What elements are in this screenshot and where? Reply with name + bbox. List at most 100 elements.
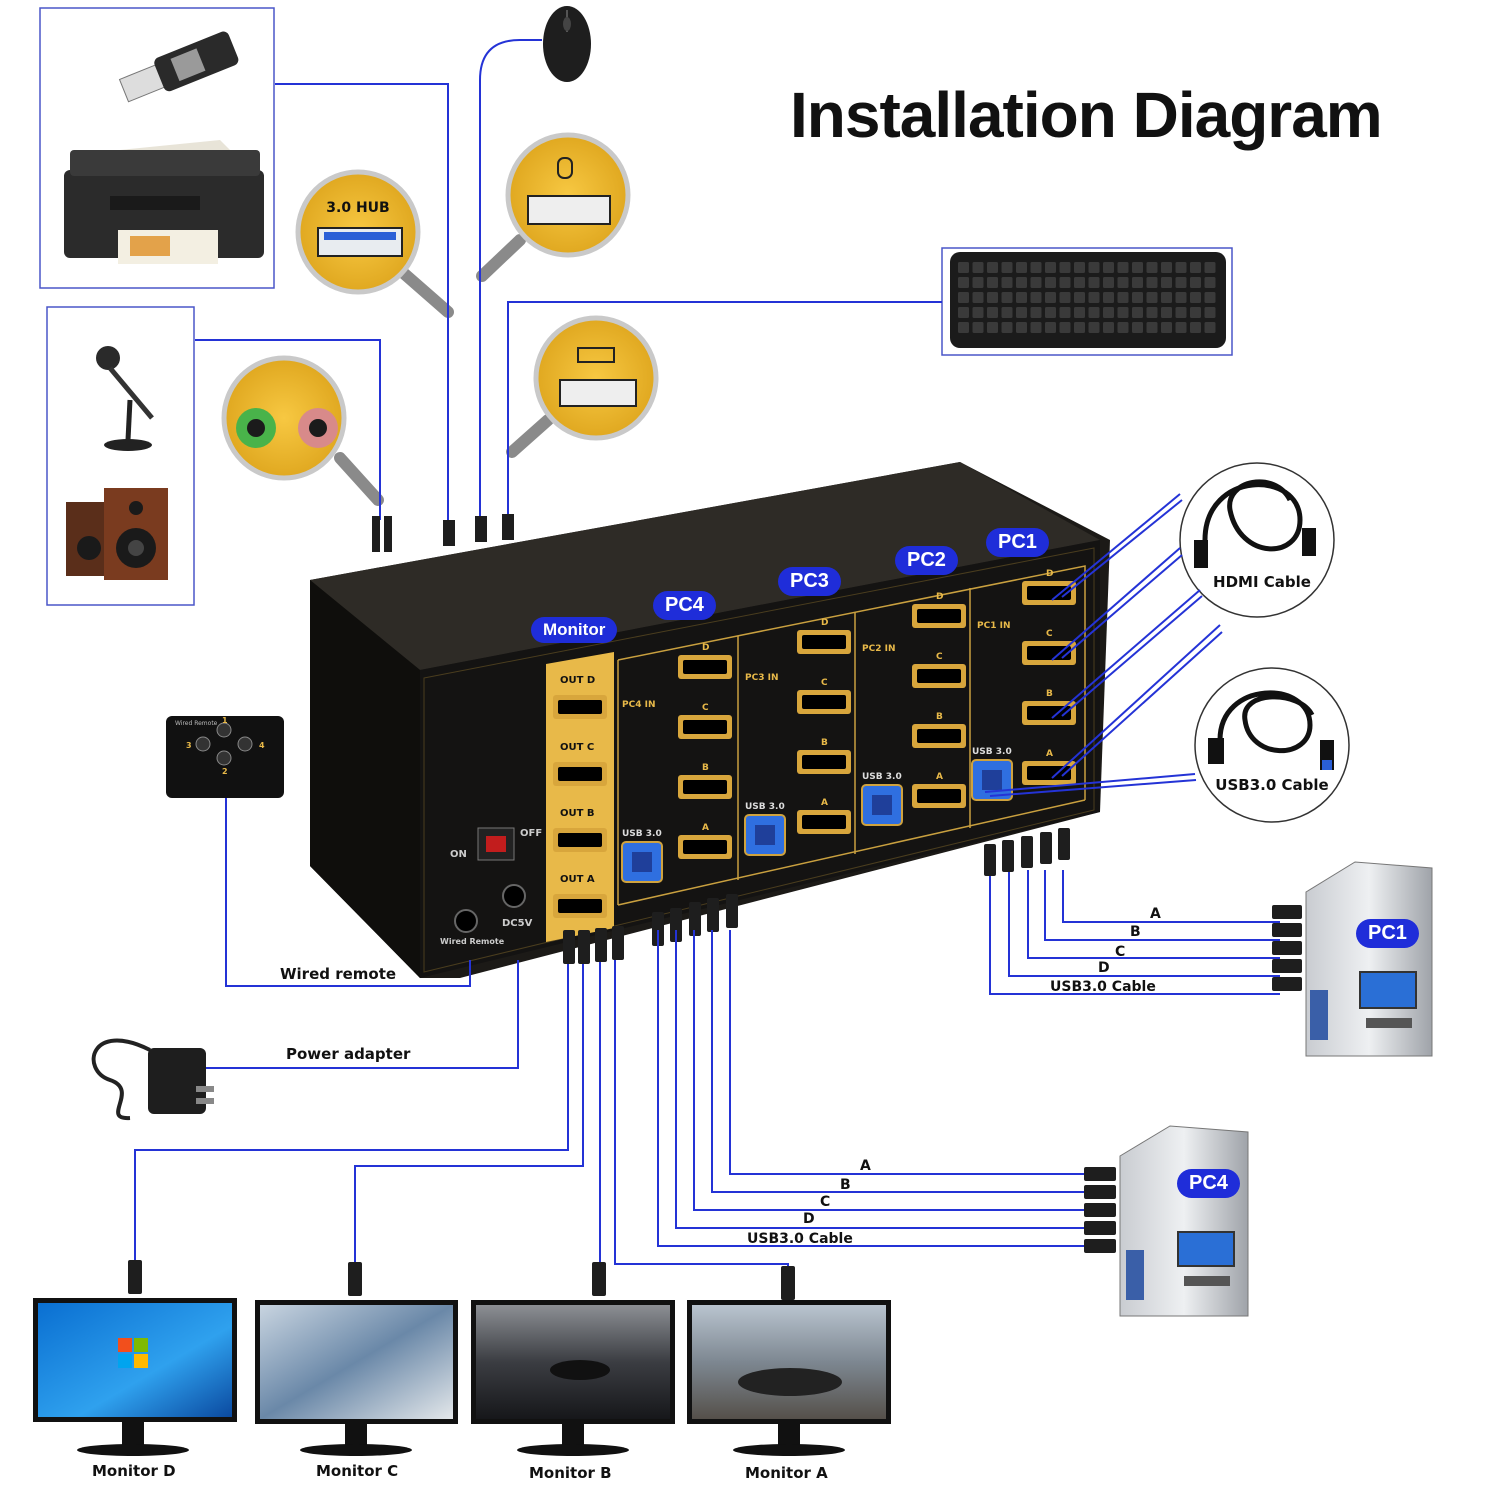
keyboard-port-magnifier (506, 315, 659, 458)
cable-plug (707, 898, 719, 932)
dc-power-jack (502, 884, 526, 908)
power-adapter-label: Power adapter (286, 1045, 411, 1063)
pc1-tower-plug (1272, 941, 1302, 955)
key-cap (1190, 262, 1201, 273)
key-cap (1175, 292, 1187, 303)
cable-plug (726, 894, 738, 928)
pc1-line-d: D (1098, 960, 1110, 976)
pc2-hdmi-c-port (912, 664, 966, 688)
pc4-line-c: C (820, 1194, 830, 1210)
hdmi-out_b-port (553, 828, 607, 852)
power-switch[interactable] (477, 827, 515, 861)
top-plugs (372, 514, 514, 552)
pc1-tower-badge: PC1 (1356, 919, 1419, 948)
key-cap (1045, 322, 1056, 333)
key-cap (1030, 277, 1042, 288)
usb-flash-drive-icon (118, 31, 239, 103)
printer-icon (64, 140, 264, 264)
key-cap (987, 292, 998, 303)
key-cap (1132, 277, 1143, 288)
key-cap (1117, 262, 1129, 273)
keyboard-icon (950, 252, 1226, 348)
pc1-tower-plug (1272, 977, 1302, 991)
hdmi-arrows (984, 493, 1223, 797)
key-cap (1175, 307, 1187, 318)
remote-btn-2: 2 (222, 767, 228, 776)
monitor-d-label: Monitor D (92, 1462, 176, 1480)
key-cap (972, 262, 984, 273)
key-cap (1117, 322, 1129, 333)
wired-remote-jack (454, 909, 478, 933)
pc4-usb30-label: USB 3.0 (622, 829, 662, 839)
pc2-hdmi-a-port (912, 784, 966, 808)
key-cap (1175, 322, 1187, 333)
key-cap (958, 262, 969, 273)
pc2-in-label: PC2 IN (862, 644, 895, 654)
monitor-d-icon (33, 1298, 237, 1456)
pc1-line-a: A (1150, 906, 1161, 922)
pc4-letter-c: C (702, 703, 709, 713)
key-cap (1204, 292, 1216, 303)
key-cap (987, 262, 998, 273)
pc2-hdmi-b-port (912, 724, 966, 748)
pc3-in-label: PC3 IN (745, 673, 778, 683)
pc1-line-labels: A B C D USB3.0 Cable (1050, 906, 1161, 995)
remote-btn-3: 3 (186, 741, 192, 750)
key-cap (1001, 307, 1013, 318)
key-cap (987, 322, 998, 333)
pc4-letter-a: A (702, 823, 709, 833)
on-label: ON (450, 849, 467, 860)
pc3-hdmi-c-port (797, 690, 851, 714)
monitor-b-label: Monitor B (529, 1464, 612, 1482)
pc1-tower-plug (1272, 959, 1302, 973)
pc1-cable-plug (1058, 828, 1070, 860)
power-cable (206, 960, 519, 1069)
usb-cable-label: USB3.0 Cable (1215, 776, 1328, 794)
key-cap (1059, 322, 1071, 333)
key-cap (972, 322, 984, 333)
key-cap (1204, 307, 1216, 318)
hub-label: 3.0 HUB (326, 200, 389, 216)
keyboard-box (941, 247, 1233, 356)
speakers-icon (66, 488, 168, 580)
pc2-usb-b-port (861, 784, 903, 826)
remote-btn-4: 4 (259, 741, 265, 750)
pc1-letter-c: C (1046, 629, 1053, 639)
pc1-in-label: PC1 IN (977, 621, 1010, 631)
monitor-a-label: Monitor A (745, 1464, 828, 1482)
pc4-line-labels: A B C D USB3.0 Cable (747, 1158, 871, 1247)
key-cap (987, 307, 998, 318)
pc2-hdmi-d-port (912, 604, 966, 628)
key-cap (1161, 262, 1172, 273)
pc4-usb-b-port (621, 841, 663, 883)
pc2-letter-b: B (936, 712, 943, 722)
pc1-letter-b: B (1046, 689, 1053, 699)
monitor-plug (781, 1266, 795, 1300)
pc3-hdmi-d-port (797, 630, 851, 654)
wired-remote[interactable]: Wired Remote 3 4 1 2 (166, 716, 284, 798)
pc4-cables (657, 930, 1088, 1247)
wired-remote-label: Wired remote (280, 965, 397, 983)
key-cap (1088, 322, 1100, 333)
audio-devices-box (46, 306, 195, 606)
key-cap (1190, 322, 1201, 333)
pc2-letter-d: D (936, 592, 943, 602)
pc1-badge: PC1 (986, 528, 1049, 557)
monitor-plug (348, 1262, 362, 1296)
monitor-output-panel (546, 652, 614, 942)
out_d-label: OUT D (560, 675, 595, 686)
key-cap (1045, 307, 1056, 318)
key-cap (1190, 292, 1201, 303)
pc4-line-d: D (803, 1211, 815, 1227)
key-cap (1045, 292, 1056, 303)
pc3-usb-b-port (744, 814, 786, 856)
mouse-port-magnifier (476, 132, 631, 282)
out_c-label: OUT C (560, 742, 594, 753)
key-cap (1074, 292, 1085, 303)
pc4-line-b: B (840, 1177, 851, 1193)
key-cap (958, 307, 969, 318)
key-cap (1117, 277, 1129, 288)
key-cap (1016, 262, 1027, 273)
pc4-letter-b: B (702, 763, 709, 773)
